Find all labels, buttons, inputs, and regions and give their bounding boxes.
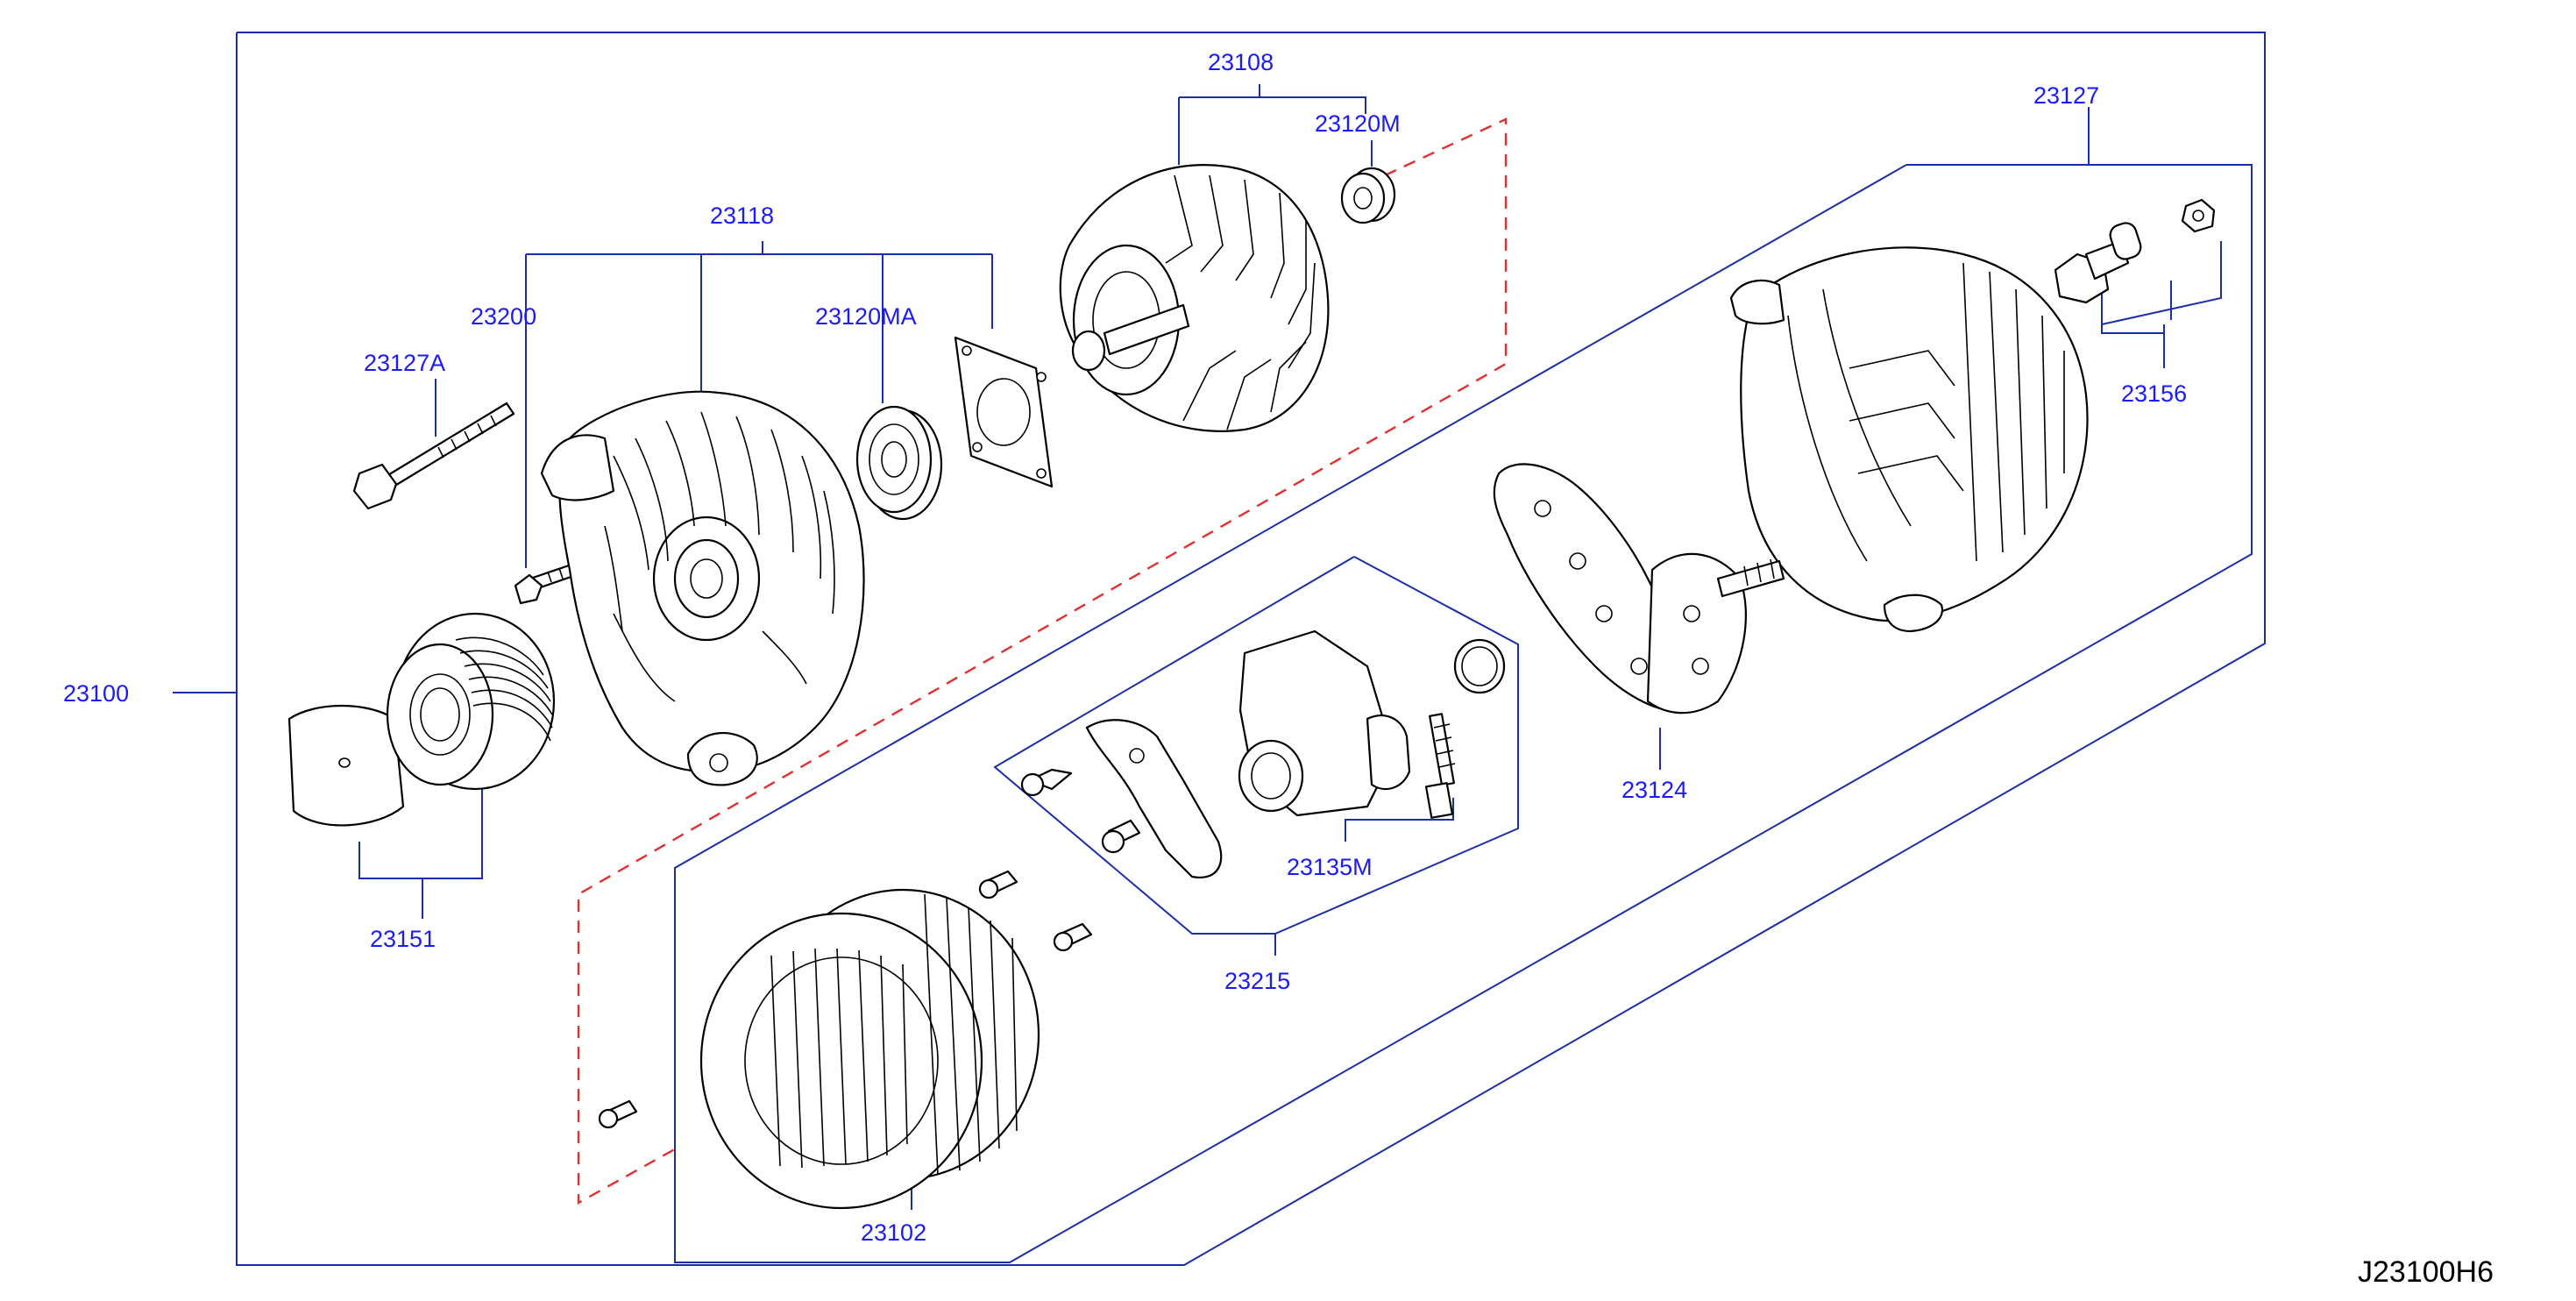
regulator-23215: [978, 629, 1506, 952]
label-23108: 23108: [1208, 49, 1274, 75]
bearing-23120M: [1340, 167, 1396, 224]
label-23215: 23215: [1224, 968, 1290, 994]
label-23118: 23118: [710, 203, 774, 229]
bearing-23120MA: [855, 405, 943, 521]
label-23127A: 23127A: [364, 350, 445, 376]
rectifier-23124: [1493, 463, 1785, 714]
stator-23102: [598, 888, 1040, 1210]
label-23135M: 23135M: [1287, 854, 1373, 880]
label-23156: 23156: [2121, 380, 2187, 407]
pulley-23151: [287, 612, 556, 827]
rotor-23108: [1059, 164, 1330, 432]
label-23120MA: 23120MA: [815, 303, 917, 330]
label-23127: 23127: [2033, 82, 2099, 109]
leader-lines: [358, 84, 2222, 1210]
alignment-guides: [577, 117, 1508, 1205]
label-23100: 23100: [63, 680, 129, 707]
label-23151: 23151: [370, 926, 436, 952]
front-housing-23118: [540, 390, 865, 786]
diagram-code: J23100H6: [2358, 1255, 2494, 1289]
retainer-plate: [954, 336, 1054, 488]
label-23120M: 23120M: [1315, 110, 1401, 137]
callout-labels: 23100 23151 23127A 23200 23118 23120MA 2…: [63, 49, 2494, 1289]
assembly-outline: [173, 32, 2266, 1266]
label-23102: 23102: [861, 1219, 926, 1246]
through-bolt-23127A: [352, 402, 515, 510]
terminal-parts-23156: [2054, 198, 2216, 304]
label-23200: 23200: [471, 303, 536, 330]
bolt-23200: [514, 563, 578, 605]
rear-housing-23127: [1729, 246, 2089, 633]
label-23124: 23124: [1622, 777, 1687, 803]
